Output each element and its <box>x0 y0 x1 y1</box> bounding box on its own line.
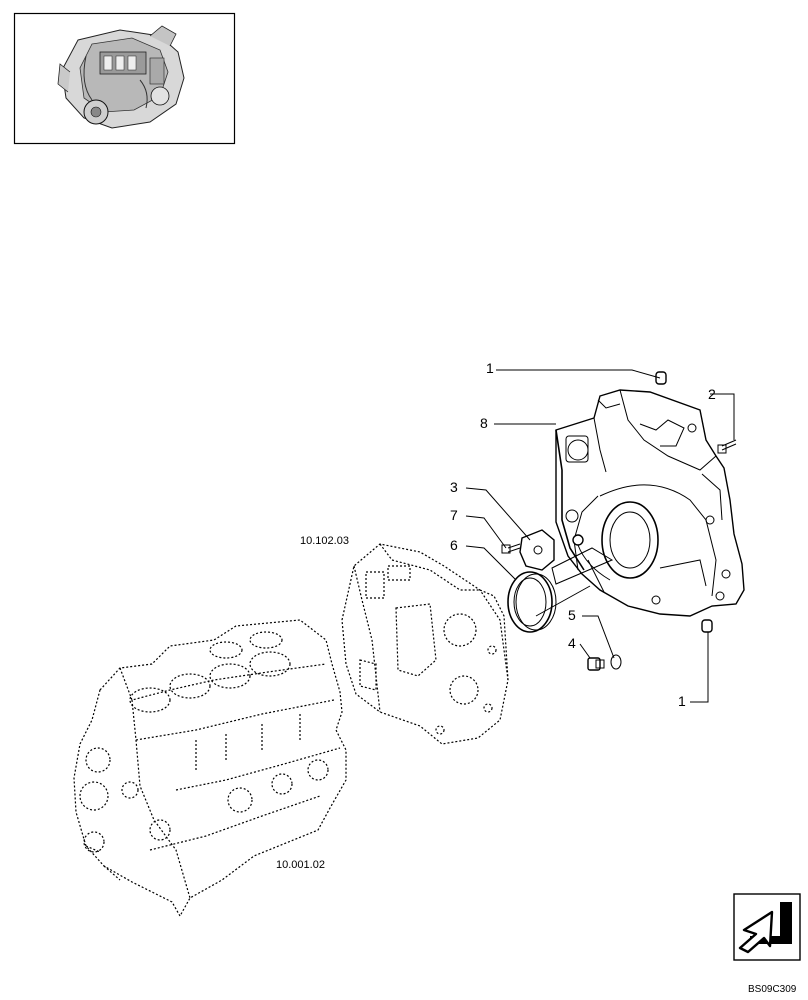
timing-case-outline <box>341 543 509 745</box>
flywheel-housing <box>555 389 745 617</box>
drawing-code: BS09C309 <box>748 984 797 995</box>
callout-1-bottom: 1 <box>678 693 686 709</box>
seal-guide-line <box>535 585 591 617</box>
callout-1-top: 1 <box>486 360 494 376</box>
dowel-pin-top <box>655 371 667 385</box>
plug-part-4 <box>587 657 605 671</box>
callout-6: 6 <box>450 537 458 553</box>
callout-2: 2 <box>708 386 716 402</box>
sensor-part <box>572 534 611 581</box>
assembly-guide-lines <box>551 547 614 585</box>
engine-block-outline <box>73 619 347 918</box>
engine-thumbnail <box>13 12 236 145</box>
cover-plate-part <box>519 529 555 571</box>
screw-part-2 <box>717 439 737 454</box>
callout-4: 4 <box>568 635 576 651</box>
washer-part-5 <box>610 654 622 670</box>
leader-lines <box>465 369 735 703</box>
callout-5: 5 <box>568 607 576 623</box>
screw-part-7 <box>501 543 521 554</box>
oil-seal-part <box>507 571 557 633</box>
callout-3: 3 <box>450 479 458 495</box>
callout-8: 8 <box>480 415 488 431</box>
next-page-arrow-icon[interactable] <box>733 893 801 961</box>
callout-7: 7 <box>450 507 458 523</box>
dowel-pin-bottom <box>701 619 713 633</box>
reference-timing-case: 10.102.03 <box>300 535 349 547</box>
reference-engine-block: 10.001.02 <box>276 859 325 871</box>
engine-thumbnail-image <box>57 25 185 129</box>
